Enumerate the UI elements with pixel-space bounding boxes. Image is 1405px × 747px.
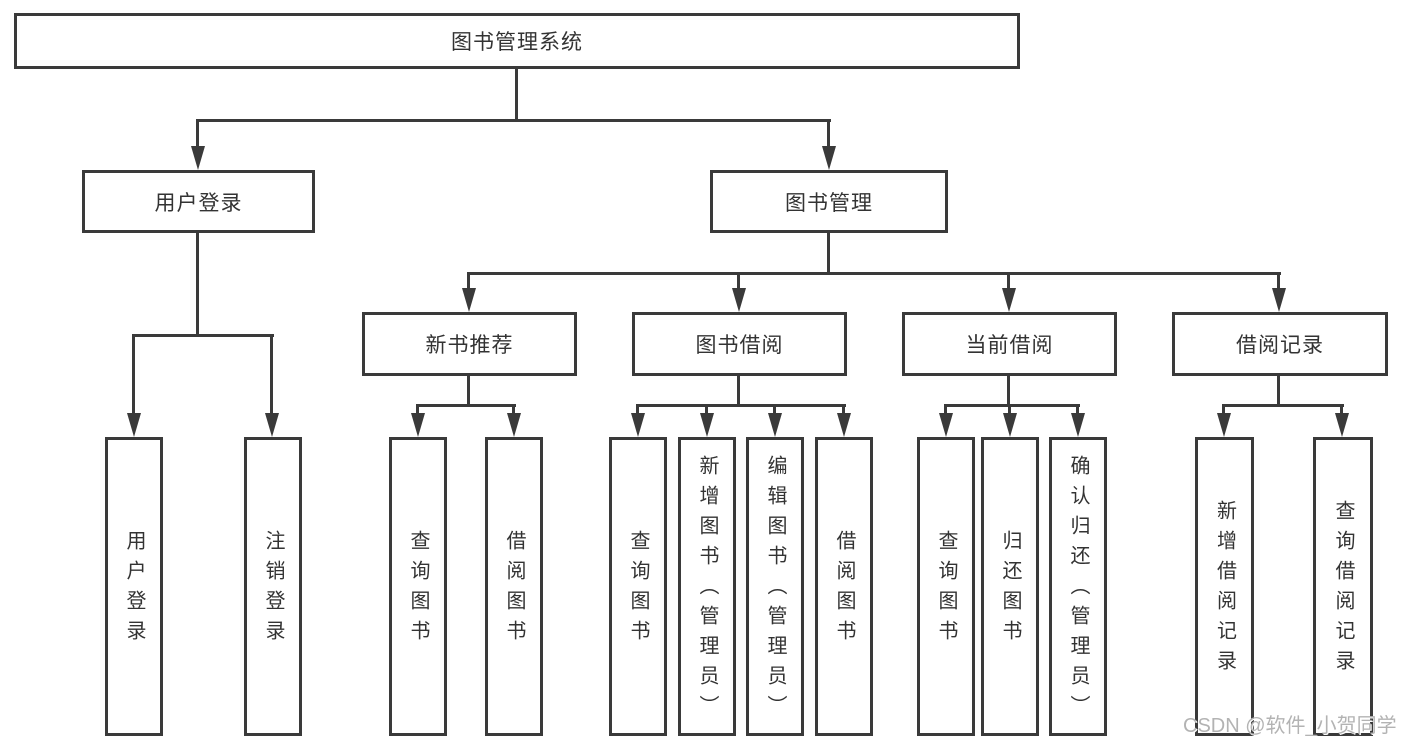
node-return-books: 归还图书	[981, 437, 1039, 736]
connector-line	[944, 404, 947, 416]
connector-line	[196, 233, 199, 337]
connector-line	[416, 404, 419, 416]
arrowhead-icon	[1217, 413, 1231, 437]
node-borrow-books-leaf: 借阅图书	[815, 437, 873, 736]
arrowhead-icon	[265, 413, 279, 437]
arrowhead-icon	[822, 146, 836, 170]
arrowhead-icon	[700, 413, 714, 437]
connector-line	[512, 404, 515, 416]
connector-line	[827, 119, 830, 147]
node-logout-leaf: 注销登录	[244, 437, 302, 736]
arrowhead-icon	[768, 413, 782, 437]
arrowhead-icon	[1003, 413, 1017, 437]
arrowhead-icon	[462, 288, 476, 312]
node-query-borrow-record: 查询借阅记录	[1313, 437, 1373, 736]
connector-line	[1277, 272, 1280, 292]
connector-line	[636, 404, 639, 416]
arrowhead-icon	[1002, 288, 1016, 312]
arrowhead-icon	[939, 413, 953, 437]
connector-line	[515, 69, 518, 120]
connector-line	[1222, 404, 1225, 416]
arrowhead-icon	[127, 413, 141, 437]
node-borrow-records: 借阅记录	[1172, 312, 1388, 376]
node-new-book-recommend: 新书推荐	[362, 312, 577, 376]
connector-line	[416, 404, 516, 407]
node-library-system: 图书管理系统	[14, 13, 1020, 69]
node-add-book-admin: 新增图书（管理员）	[678, 437, 736, 736]
node-book-borrow: 图书借阅	[632, 312, 847, 376]
node-user-login-leaf: 用户登录	[105, 437, 163, 736]
node-query-books-borrow: 查询图书	[609, 437, 667, 736]
node-query-books-current: 查询图书	[917, 437, 975, 736]
connector-line	[636, 404, 846, 407]
connector-line	[1008, 404, 1011, 416]
arrowhead-icon	[1272, 288, 1286, 312]
connector-line	[270, 334, 273, 413]
node-user-login: 用户登录	[82, 170, 315, 233]
connector-line	[1007, 376, 1010, 407]
connector-line	[132, 334, 274, 337]
connector-line	[1222, 404, 1344, 407]
arrowhead-icon	[191, 146, 205, 170]
connector-line	[1007, 272, 1010, 292]
connector-line	[944, 404, 1080, 407]
connector-line	[842, 404, 845, 416]
connector-line	[827, 233, 830, 275]
node-add-borrow-record: 新增借阅记录	[1195, 437, 1254, 736]
arrowhead-icon	[1071, 413, 1085, 437]
arrowhead-icon	[631, 413, 645, 437]
node-current-borrow: 当前借阅	[902, 312, 1117, 376]
connector-line	[196, 119, 831, 122]
node-confirm-return-admin: 确认归还（管理员）	[1049, 437, 1107, 736]
arrowhead-icon	[837, 413, 851, 437]
connector-line	[1277, 376, 1280, 407]
connector-line	[467, 272, 1281, 275]
arrowhead-icon	[507, 413, 521, 437]
connector-line	[196, 119, 199, 147]
connector-line	[467, 272, 470, 292]
node-edit-book-admin: 编辑图书（管理员）	[746, 437, 804, 736]
connector-line	[132, 334, 135, 413]
arrowhead-icon	[732, 288, 746, 312]
arrowhead-icon	[1335, 413, 1349, 437]
connector-line	[773, 404, 776, 416]
connector-line	[737, 272, 740, 292]
node-query-books-recommend: 查询图书	[389, 437, 447, 736]
connector-line	[737, 376, 740, 407]
node-book-management: 图书管理	[710, 170, 948, 233]
node-borrow-books-recommend: 借阅图书	[485, 437, 543, 736]
arrowhead-icon	[411, 413, 425, 437]
connector-line	[1340, 404, 1343, 416]
connector-line	[1076, 404, 1079, 416]
connector-line	[705, 404, 708, 416]
watermark: CSDN @软件_小贺同学	[1183, 715, 1397, 737]
connector-line	[467, 376, 470, 407]
